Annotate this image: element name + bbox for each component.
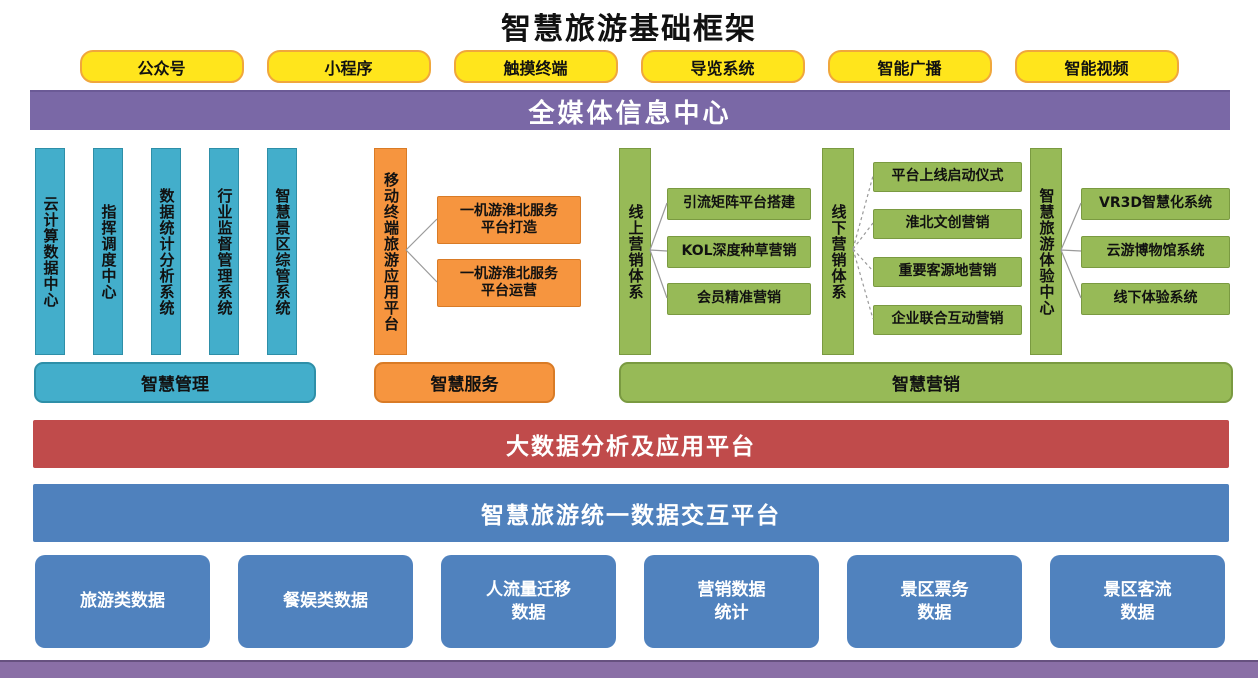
- media-information-center-bar: 全媒体信息中心: [30, 90, 1230, 130]
- pillar-industry-supervision-system: 行业监督管理系统: [209, 148, 239, 355]
- pillar-smart-tourism-experience-center: 智慧旅游体验中心: [1030, 148, 1062, 355]
- item-traffic-matrix-platform: 引流矩阵平台搭建: [667, 188, 811, 220]
- item-kol-marketing: KOL深度种草营销: [667, 236, 811, 268]
- item-offline-experience-system: 线下体验系统: [1081, 283, 1230, 315]
- pillar-data-statistics-analysis-system: 数据统计分析系统: [151, 148, 181, 355]
- item-key-source-market-marketing: 重要客源地营销: [873, 257, 1022, 287]
- group-label-smart-management: 智慧管理: [34, 362, 316, 403]
- page-title: 智慧旅游基础框架: [501, 12, 757, 47]
- item-platform-operation: 一机游淮北服务 平台运营: [437, 259, 581, 307]
- item-platform-launch-ceremony: 平台上线启动仪式: [873, 162, 1022, 192]
- unified-data-exchange-platform-bar: 智慧旅游统一数据交互平台: [33, 484, 1229, 542]
- channel-guide-system: 导览系统: [640, 50, 805, 83]
- item-platform-build: 一机游淮北服务 平台打造: [437, 196, 581, 244]
- item-huaibei-cultural-marketing: 淮北文创营销: [873, 209, 1022, 239]
- pillar-command-dispatch-center: 指挥调度中心: [93, 148, 123, 355]
- pillar-online-marketing-system: 线上营销体系: [619, 148, 651, 355]
- channel-mini-program: 小程序: [266, 50, 431, 83]
- group-label-smart-service: 智慧服务: [374, 362, 555, 403]
- data-source-row: 旅游类数据 餐娱类数据 人流量迁移 数据 营销数据 统计 景区票务 数据 景区客…: [35, 555, 1225, 648]
- data-box-tourism-data: 旅游类数据: [35, 555, 210, 648]
- channel-smart-broadcast: 智能广播: [827, 50, 992, 83]
- data-box-people-flow-migration-data: 人流量迁移 数据: [441, 555, 616, 648]
- item-member-precision-marketing: 会员精准营销: [667, 283, 811, 315]
- channel-smart-video: 智能视频: [1014, 50, 1179, 83]
- item-enterprise-joint-marketing: 企业联合互动营销: [873, 305, 1022, 335]
- pillar-cloud-computing-data-center: 云计算数据中心: [35, 148, 65, 355]
- data-box-dining-entertainment-data: 餐娱类数据: [238, 555, 413, 648]
- pillar-mobile-tourism-app-platform: 移动终端旅游应用平台: [374, 148, 407, 355]
- channel-touch-terminal: 触摸终端: [453, 50, 618, 83]
- channel-row: 公众号 小程序 触摸终端 导览系统 智能广播 智能视频: [0, 50, 1258, 83]
- group-label-smart-marketing: 智慧营销: [619, 362, 1233, 403]
- pillar-smart-scenic-area-system: 智慧景区综管系统: [267, 148, 297, 355]
- pillar-offline-marketing-system: 线下营销体系: [822, 148, 854, 355]
- data-box-scenic-ticketing-data: 景区票务 数据: [847, 555, 1022, 648]
- item-vr3d-smart-system: VR3D智慧化系统: [1081, 188, 1230, 220]
- channel-official-account: 公众号: [79, 50, 244, 83]
- bigdata-analysis-platform-bar: 大数据分析及应用平台: [33, 420, 1229, 468]
- data-box-marketing-data-statistics: 营销数据 统计: [644, 555, 819, 648]
- data-box-scenic-visitor-flow-data: 景区客流 数据: [1050, 555, 1225, 648]
- item-cloud-museum-system: 云游博物馆系统: [1081, 236, 1230, 268]
- bottom-accent-strip: [0, 660, 1258, 678]
